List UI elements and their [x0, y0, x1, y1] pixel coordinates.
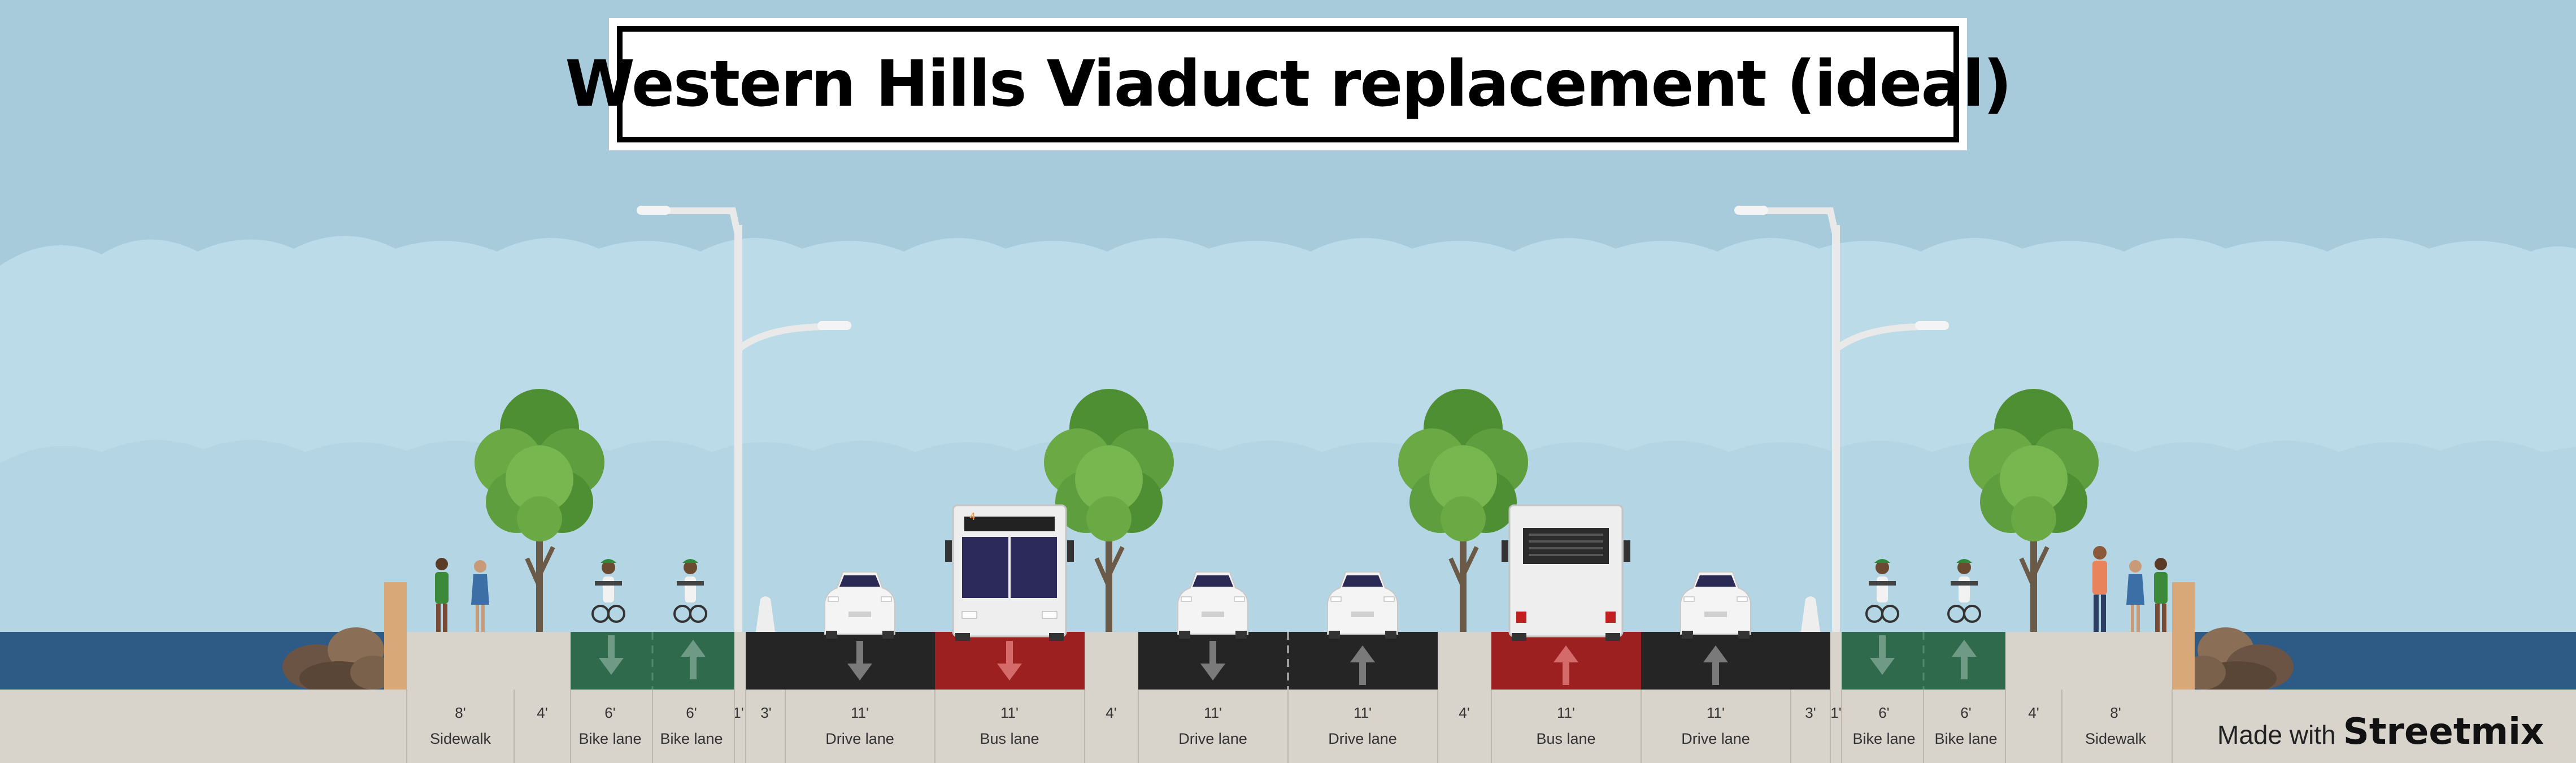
segment-name: Bike lane [660, 730, 723, 747]
segment-width: 4' [2028, 704, 2039, 721]
drive-lane-4-surface [1641, 632, 1830, 690]
segment-width: 8' [2110, 704, 2121, 721]
segment-width: 6' [1960, 704, 1972, 721]
streetmix-logo[interactable]: Streetmix [2343, 711, 2544, 753]
segment-width: 4' [1459, 704, 1470, 721]
segment-width: 11' [1557, 704, 1575, 721]
segment-name: Sidewalk [429, 730, 491, 747]
segment-width: 1' [1830, 704, 1842, 721]
segment-width: 3' [1805, 704, 1816, 721]
segment-width: 11' [1204, 704, 1222, 721]
segment-name: Drive lane [1328, 730, 1397, 747]
segment-width: 6' [1878, 704, 1890, 721]
segment-width: 11' [851, 704, 869, 721]
title-frame: Western Hills Viaduct replacement (ideal… [565, 26, 2012, 142]
lane-separator-icon [756, 596, 775, 632]
segment-width: 6' [686, 704, 697, 721]
segment-name: Bike lane [1852, 730, 1916, 747]
segment-width: 6' [604, 704, 616, 721]
median-right-surface [1438, 632, 1491, 690]
lane-separator-icon [1801, 596, 1820, 632]
segment-width: 8' [455, 704, 466, 721]
sidewalk-right-surface [2005, 632, 2172, 690]
segment-name: Bike lane [578, 730, 642, 747]
segment-name: Drive lane [1178, 730, 1247, 747]
median-left-surface [1085, 632, 1138, 690]
segment-width: 1' [733, 704, 744, 721]
segment-name: Drive lane [825, 730, 894, 747]
drive-lane-1-surface [746, 632, 935, 690]
segment-width: 4' [1106, 704, 1117, 721]
segment-name: Bus lane [1536, 730, 1596, 747]
segment-name: Bike lane [1934, 730, 1998, 747]
segment-name: Drive lane [1681, 730, 1750, 747]
segment-name: Sidewalk [2085, 730, 2147, 747]
segment-width: 11' [1707, 704, 1725, 721]
bollard-left [384, 582, 407, 690]
title-sign: Western Hills Viaduct replacement (ideal… [565, 18, 2012, 150]
segment-width: 11' [1354, 704, 1372, 721]
made-with-label: Made with [2217, 720, 2336, 749]
segment-width: 4' [537, 704, 548, 721]
bollard-right [2172, 582, 2195, 690]
streetmix-branding[interactable]: Made with Streetmix [2217, 711, 2544, 753]
sidewalk-left-surface [407, 632, 571, 690]
clouds [0, 236, 2576, 639]
segment-width: 3' [760, 704, 772, 721]
segment-name: Bus lane [980, 730, 1039, 747]
page-title: Western Hills Viaduct replacement (ideal… [565, 47, 2012, 121]
bus-route-number: 4 [969, 511, 976, 523]
segment-width: 11' [1000, 704, 1019, 721]
